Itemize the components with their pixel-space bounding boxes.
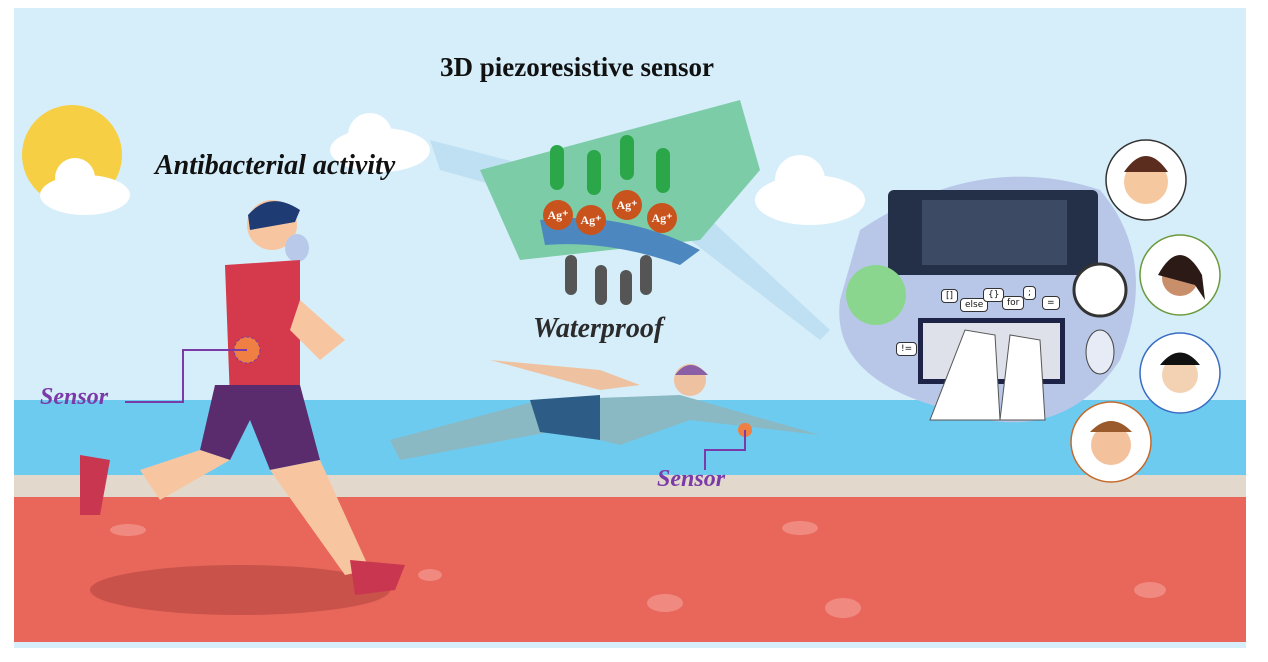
cloud-icon	[40, 113, 865, 225]
code-bubble: =	[1042, 296, 1060, 310]
page-title: 3D piezoresistive sensor	[440, 52, 714, 82]
code-bubble: !=	[896, 342, 918, 356]
mouse-icon	[1085, 329, 1115, 375]
sensor-label-runner: Sensor	[40, 384, 109, 410]
dead-bacteria-icon	[565, 255, 652, 305]
plant-icon	[846, 265, 906, 325]
waterproof-label: Waterproof	[533, 313, 664, 344]
silver-ion: Ag⁺	[576, 205, 606, 235]
antibacterial-label: Antibacterial activity	[155, 150, 396, 181]
silver-ion: Ag⁺	[647, 203, 677, 233]
sensor-label-swimmer: Sensor	[657, 466, 726, 492]
sensor-pointer-line	[704, 430, 746, 470]
code-bubble: []	[941, 289, 959, 303]
silver-ion: Ag⁺	[543, 200, 573, 230]
swimmer-figure	[390, 360, 820, 460]
track-edge	[14, 475, 1246, 497]
coffee-cup-icon	[1072, 262, 1128, 318]
hand-icon	[999, 334, 1046, 421]
code-bubble: ;	[1023, 286, 1037, 300]
code-bubble: for	[1002, 296, 1025, 310]
avatar-faces	[1090, 156, 1205, 465]
runner-figure	[80, 200, 405, 595]
runner-shadow	[90, 565, 390, 615]
code-bubble: else	[960, 298, 989, 312]
code-bubble: {}	[983, 288, 1005, 302]
silver-ion: Ag⁺	[612, 190, 642, 220]
hand-icon	[929, 329, 1001, 421]
track-spots	[110, 521, 1166, 618]
sensor-pointer-line	[125, 349, 247, 403]
bacteria-icon	[550, 135, 670, 195]
